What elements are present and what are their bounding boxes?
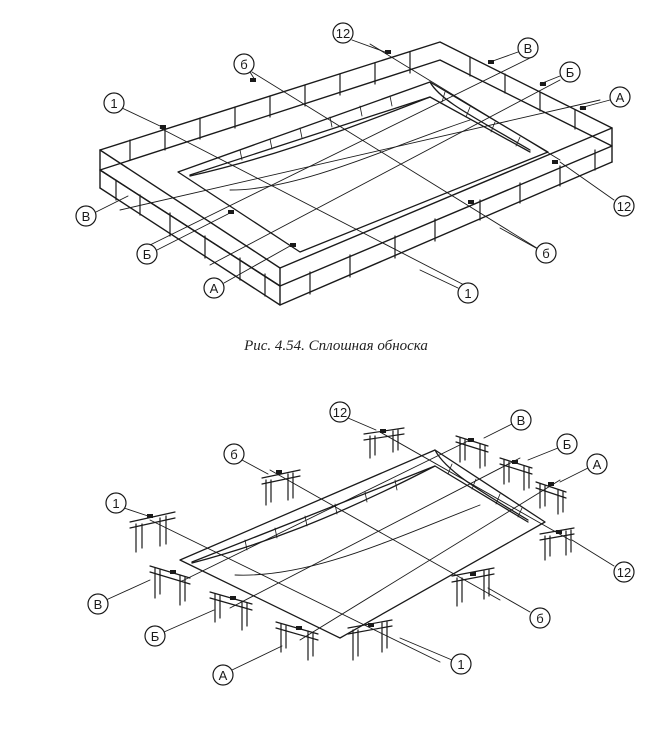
bottom-callout-12-lower: 12 <box>571 539 635 583</box>
bottom-callout-v-upper: В <box>483 409 532 439</box>
callout-label: Б <box>563 437 572 452</box>
batter-board-1-lower <box>347 619 393 661</box>
top-axis-lines <box>119 43 601 289</box>
bottom-pit-hatching <box>244 463 523 551</box>
callout-label: 12 <box>333 405 347 420</box>
callout-label: В <box>94 597 103 612</box>
top-callout-1-upper: 1 <box>103 92 161 127</box>
callout-label: А <box>210 281 219 296</box>
bottom-callout-v-lower: В <box>87 579 151 615</box>
bottom-batter-boards <box>129 427 575 661</box>
callout-label: Б <box>566 65 575 80</box>
bottom-callout-1-lower: 1 <box>399 637 472 675</box>
batter-board-6-upper <box>261 469 301 506</box>
top-pit-outline <box>177 81 549 253</box>
figure-caption: Рис. 4.54. Сплошная обноска <box>244 338 428 354</box>
callout-label: 1 <box>457 657 464 672</box>
bottom-callout-a-lower: А <box>212 645 283 686</box>
callout-label: В <box>82 209 91 224</box>
callout-label: 1 <box>464 286 471 301</box>
callout-label: Б <box>151 629 160 644</box>
top-batter-board-frame <box>99 41 613 306</box>
top-posts-back <box>129 51 576 161</box>
bottom-callout-a-upper: А <box>559 453 608 483</box>
callout-label: Б <box>143 247 152 262</box>
callout-label: А <box>616 90 625 105</box>
callout-label: В <box>517 413 526 428</box>
callout-label: 12 <box>617 565 631 580</box>
callout-label: 1 <box>112 496 119 511</box>
bottom-callout-b-lower: Б <box>144 609 215 647</box>
callout-label: А <box>593 457 602 472</box>
top-callout-v-lower: В <box>75 195 129 227</box>
callout-label: б <box>542 246 549 261</box>
top-callout-6-lower: б <box>499 227 557 264</box>
bottom-callout-6-upper: б <box>223 443 269 475</box>
bottom-callout-b-upper: Б <box>527 433 578 461</box>
bottom-callout-6-lower: б <box>487 587 551 629</box>
top-callout-v-upper: В <box>489 37 539 63</box>
top-callout-6-upper: б <box>233 53 256 81</box>
top-callout-b-lower: Б <box>136 213 229 265</box>
callout-label: 12 <box>617 199 631 214</box>
callout-label: б <box>240 57 247 72</box>
top-posts-right <box>309 149 596 295</box>
top-callout-12-upper: 12 <box>332 22 386 53</box>
batter-board-b-lower <box>209 591 253 631</box>
callout-label: 12 <box>336 26 350 41</box>
top-callout-a-upper: А <box>579 86 631 109</box>
callout-label: А <box>219 668 228 683</box>
callout-label: б <box>536 611 543 626</box>
top-callout-a-lower: А <box>203 245 291 299</box>
top-callout-1-lower: 1 <box>419 269 479 304</box>
batter-board-6-lower <box>451 567 495 607</box>
callout-label: В <box>524 41 533 56</box>
top-callout-b-upper: Б <box>539 61 581 85</box>
batter-board-a-upper <box>535 481 567 515</box>
bottom-callout-1-upper: 1 <box>105 492 149 517</box>
callout-label: б <box>230 447 237 462</box>
bottom-callout-12-upper: 12 <box>329 401 377 431</box>
top-posts-left <box>115 179 266 297</box>
top-pit-hatching <box>239 91 521 161</box>
callout-label: 1 <box>110 96 117 111</box>
bottom-nail-marks <box>147 429 562 630</box>
top-callout-12-lower: 12 <box>559 161 635 217</box>
top-nail-marks <box>160 50 586 247</box>
